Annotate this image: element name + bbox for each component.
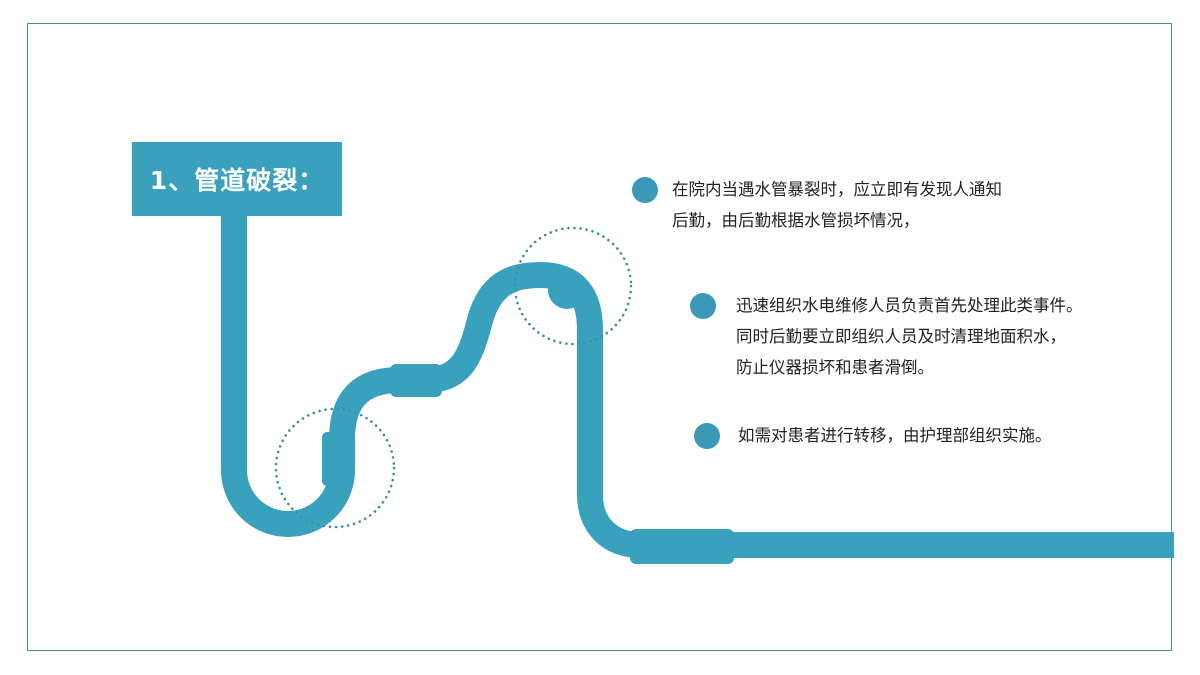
bullet-line: 同时后勤要立即组织人员及时清理地面积水， bbox=[736, 327, 1066, 346]
pipe-connector bbox=[322, 432, 354, 486]
bullet-text: 迅速组织水电维修人员负责首先处理此类事件。 同时后勤要立即组织人员及时清理地面积… bbox=[736, 290, 1083, 383]
section-title-text: 1、管道破裂： bbox=[149, 166, 325, 195]
pipe-joint bbox=[548, 271, 586, 309]
filled-circle-icon bbox=[690, 293, 716, 319]
bullet-line: 防止仪器损坏和患者滑倒。 bbox=[736, 358, 934, 377]
dotted-circle-icon bbox=[274, 407, 396, 529]
bullet-item-2: 迅速组织水电维修人员负责首先处理此类事件。 同时后勤要立即组织人员及时清理地面积… bbox=[690, 293, 1083, 383]
filled-circle-icon bbox=[632, 177, 658, 203]
bullet-line: 在院内当遇水管暴裂时，应立即有发现人通知 bbox=[672, 180, 1002, 199]
bullet-line: 后勤，由后勤根据水管损坏情况， bbox=[672, 211, 920, 230]
bullet-text: 在院内当遇水管暴裂时，应立即有发现人通知 后勤，由后勤根据水管损坏情况， bbox=[672, 174, 1002, 236]
section-title: 1、管道破裂： bbox=[132, 142, 342, 216]
filled-circle-icon bbox=[694, 423, 720, 449]
bullet-item-1: 在院内当遇水管暴裂时，应立即有发现人通知 后勤，由后勤根据水管损坏情况， bbox=[632, 177, 1002, 236]
bullet-line: 如需对患者进行转移，由护理部组织实施。 bbox=[738, 426, 1052, 445]
bullet-line: 迅速组织水电维修人员负责首先处理此类事件。 bbox=[736, 296, 1083, 315]
dotted-circle-icon bbox=[513, 226, 633, 346]
slide-frame bbox=[27, 23, 1172, 651]
pipe-connector bbox=[390, 364, 442, 397]
bullet-item-3: 如需对患者进行转移，由护理部组织实施。 bbox=[694, 423, 1052, 451]
bullet-text: 如需对患者进行转移，由护理部组织实施。 bbox=[738, 420, 1052, 451]
pipe-connector bbox=[630, 529, 734, 564]
